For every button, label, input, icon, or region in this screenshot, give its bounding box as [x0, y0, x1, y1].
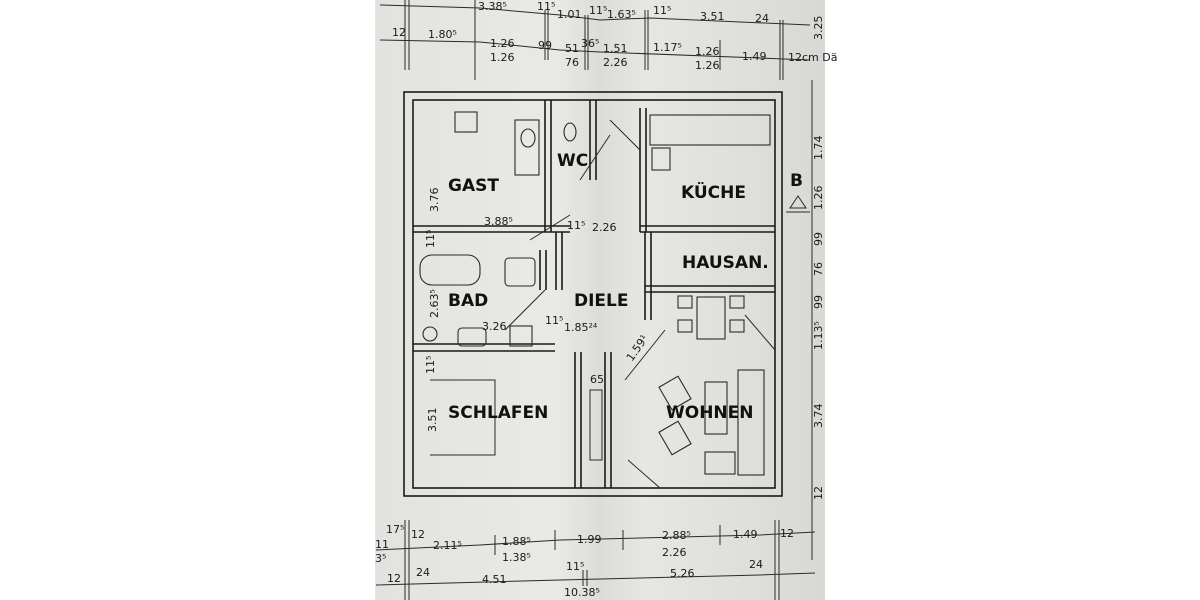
svg-text:12: 12	[780, 527, 794, 540]
svg-text:12: 12	[812, 486, 825, 500]
svg-text:36⁵: 36⁵	[581, 37, 599, 50]
total-width-dimension: 10.38⁵	[564, 586, 600, 599]
svg-text:17⁵: 17⁵	[386, 523, 404, 536]
svg-text:11⁵: 11⁵	[424, 230, 437, 248]
svg-text:3.76: 3.76	[428, 188, 441, 213]
svg-text:2.26: 2.26	[592, 221, 617, 234]
room-label-hausan: HAUSAN.	[682, 253, 769, 273]
svg-text:99: 99	[812, 232, 825, 246]
room-label-schlafen: SCHLAFEN	[448, 403, 548, 423]
svg-text:65: 65	[590, 373, 604, 386]
room-label-kueche: KÜCHE	[681, 181, 746, 203]
svg-text:1.26: 1.26	[812, 186, 825, 211]
svg-text:5.26: 5.26	[670, 567, 695, 580]
svg-text:2.26: 2.26	[603, 56, 628, 69]
svg-text:2.63⁵: 2.63⁵	[428, 289, 441, 318]
svg-text:51: 51	[565, 42, 579, 55]
dimension-lines	[375, 0, 816, 600]
svg-text:24: 24	[416, 566, 430, 579]
svg-text:76: 76	[565, 56, 579, 69]
room-label-gast: GAST	[448, 176, 499, 196]
dimensions-right: 3.25 1.74 1.26 99 76 99 1.13⁵ 3.74 12	[812, 16, 825, 501]
svg-text:11⁵: 11⁵	[424, 356, 437, 374]
svg-text:1.88⁵: 1.88⁵	[502, 535, 531, 548]
svg-text:3.26: 3.26	[482, 320, 507, 333]
svg-text:3.38⁵: 3.38⁵	[478, 0, 507, 13]
svg-text:12cm Dä: 12cm Dä	[788, 51, 837, 64]
svg-text:99: 99	[538, 39, 552, 52]
room-label-diele: DIELE	[574, 291, 629, 311]
svg-text:1.13⁵: 1.13⁵	[812, 321, 825, 350]
svg-text:1.85²⁴: 1.85²⁴	[564, 321, 598, 334]
fixtures	[419, 111, 776, 489]
svg-text:1.59¹: 1.59¹	[624, 333, 651, 364]
svg-text:1.26: 1.26	[695, 45, 720, 58]
dimensions-inner: 3.76 3.88⁵ 11⁵ 2.26 11⁵ 2.63⁵ 3.26 11⁵ 1…	[424, 188, 651, 433]
svg-text:3.88⁵: 3.88⁵	[484, 215, 513, 228]
room-label-bad: BAD	[448, 291, 488, 311]
svg-text:4.51: 4.51	[482, 573, 507, 586]
svg-text:11⁵: 11⁵	[537, 0, 555, 13]
section-marker-b: B	[786, 171, 810, 213]
svg-text:B: B	[790, 171, 803, 191]
svg-text:1.26: 1.26	[695, 59, 720, 72]
svg-text:3.51: 3.51	[700, 10, 725, 23]
svg-text:11⁵: 11⁵	[589, 4, 607, 17]
svg-text:2.11⁵: 2.11⁵	[433, 539, 462, 552]
svg-text:24: 24	[755, 12, 769, 25]
svg-text:11⁵: 11⁵	[653, 4, 671, 17]
svg-text:24: 24	[749, 558, 763, 571]
svg-text:1.63⁵: 1.63⁵	[607, 8, 636, 21]
svg-text:3⁵: 3⁵	[375, 552, 386, 565]
svg-text:12: 12	[392, 26, 406, 39]
svg-text:2.26: 2.26	[662, 546, 687, 559]
room-label-wc: WC	[557, 151, 588, 171]
walls	[403, 91, 783, 497]
svg-text:1.38⁵: 1.38⁵	[502, 551, 531, 564]
svg-text:1.01: 1.01	[557, 8, 582, 21]
svg-text:12: 12	[387, 572, 401, 585]
dimensions-top: 3.38⁵ 11⁵ 1.01 11⁵ 1.63⁵ 11⁵ 3.51 24 12 …	[392, 0, 837, 72]
svg-text:3.25: 3.25	[812, 16, 825, 41]
svg-text:76: 76	[812, 262, 825, 276]
svg-text:1.49: 1.49	[733, 528, 758, 541]
svg-text:1.26: 1.26	[490, 51, 515, 64]
svg-text:1.26: 1.26	[490, 37, 515, 50]
svg-text:99: 99	[812, 295, 825, 309]
svg-text:3.74: 3.74	[812, 404, 825, 429]
svg-text:1.17⁵: 1.17⁵	[653, 41, 682, 54]
room-label-wohnen: WOHNEN	[666, 403, 754, 423]
svg-text:2.88⁵: 2.88⁵	[662, 529, 691, 542]
svg-text:11: 11	[375, 538, 389, 551]
svg-text:1.99: 1.99	[577, 533, 602, 546]
svg-text:1.51: 1.51	[603, 42, 628, 55]
dimensions-bottom: 17⁵ 11 3⁵ 12 2.11⁵ 1.88⁵ 1.38⁵ 1.99 2.88…	[375, 523, 794, 599]
svg-text:12: 12	[411, 528, 425, 541]
svg-text:11⁵: 11⁵	[567, 219, 585, 232]
svg-text:11⁵: 11⁵	[566, 560, 584, 573]
svg-text:3.51: 3.51	[426, 408, 439, 433]
svg-text:1.74: 1.74	[812, 136, 825, 161]
svg-text:1.80⁵: 1.80⁵	[428, 28, 457, 41]
svg-text:11⁵: 11⁵	[545, 314, 563, 327]
svg-text:1.49: 1.49	[742, 50, 767, 63]
